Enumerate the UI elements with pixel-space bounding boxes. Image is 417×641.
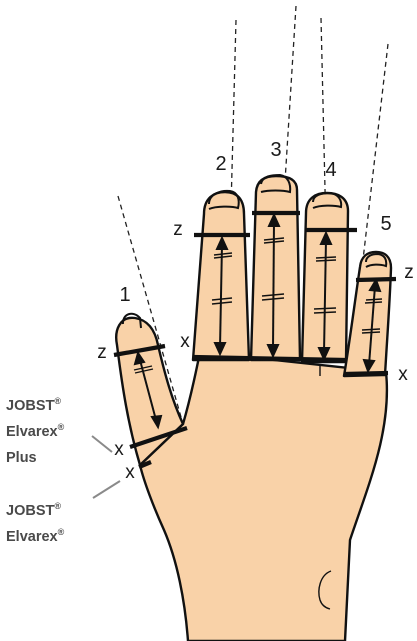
base-x-bar	[193, 357, 346, 360]
middle-finger	[251, 176, 300, 360]
little-z-bar	[356, 279, 396, 280]
little-number-label: 5	[380, 213, 391, 235]
standard-leader-line	[93, 481, 120, 498]
plus-brand-line: JOBST®	[6, 396, 61, 414]
base-x-label: x	[180, 331, 190, 352]
hand-silhouette	[116, 176, 391, 641]
plus-leader-line	[92, 436, 112, 452]
standard-product-line: Elvarex®	[6, 527, 65, 545]
plus-variant-line: Plus	[6, 450, 37, 466]
product-label-plus: JOBST® Elvarex® Plus	[6, 396, 65, 466]
product-label-standard: JOBST® Elvarex®	[6, 501, 65, 545]
middle-arrow	[273, 221, 274, 350]
thumb-z-label: z	[97, 342, 107, 363]
little-z-label: z	[404, 262, 414, 283]
standard-brand-line: JOBST®	[6, 501, 61, 519]
middle-number-label: 3	[270, 139, 281, 161]
index-z-label: z	[173, 219, 183, 240]
thumb-x-label: x	[125, 462, 135, 483]
little-x-label: x	[398, 364, 408, 385]
plus-product-line: Elvarex®	[6, 422, 65, 440]
thumb-x-plus-label: x	[114, 439, 124, 460]
index-number-label: 2	[215, 153, 226, 175]
ring-number-label: 4	[325, 159, 336, 181]
thumb-number-label: 1	[119, 284, 130, 306]
little-x-bar	[344, 373, 388, 374]
little-finger	[344, 252, 391, 376]
palm-and-wrist	[140, 352, 387, 641]
